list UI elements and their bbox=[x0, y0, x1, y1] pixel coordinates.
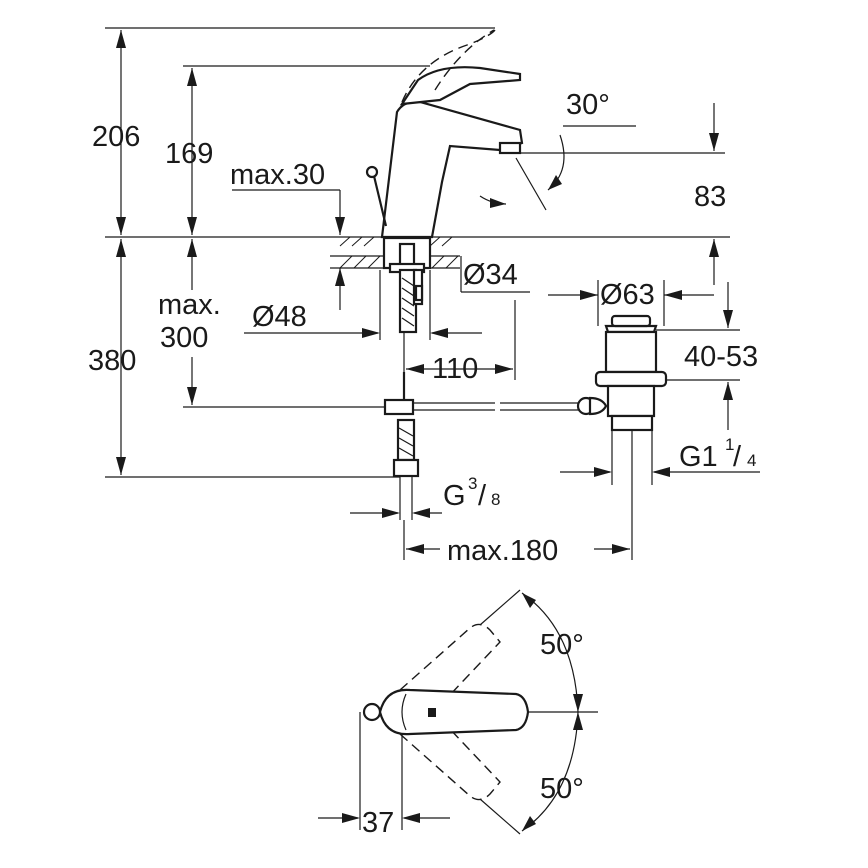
lower-supply-hose bbox=[392, 418, 420, 520]
swivel-angle-30 bbox=[479, 134, 565, 211]
label-g38-num: 3 bbox=[468, 474, 477, 493]
label-30-degree: 30° bbox=[566, 89, 610, 121]
mounting-shank bbox=[382, 236, 432, 334]
label-d34: Ø34 bbox=[463, 259, 518, 291]
dimension-max180 bbox=[403, 430, 633, 560]
dimension-83 bbox=[709, 103, 719, 285]
dimension-d48 bbox=[244, 270, 482, 340]
label-g114-num: 1 bbox=[725, 435, 734, 454]
deck-hatching bbox=[339, 236, 459, 269]
label-g38-main: G bbox=[443, 480, 466, 512]
label-83: 83 bbox=[694, 181, 726, 213]
dimension-110 bbox=[406, 300, 516, 380]
svg-text:/: / bbox=[733, 441, 742, 473]
dimension-206 bbox=[116, 30, 126, 235]
label-110: 110 bbox=[432, 353, 478, 385]
dimension-d63 bbox=[548, 280, 714, 326]
pop-up-waste bbox=[576, 314, 668, 432]
label-50-degree-down: 50° bbox=[540, 773, 584, 805]
label-50-degree-up: 50° bbox=[540, 629, 584, 661]
lever-angle-arcs bbox=[521, 592, 583, 832]
label-d48: Ø48 bbox=[252, 301, 307, 333]
label-g114-main: G1 bbox=[679, 441, 718, 473]
dimension-d34 bbox=[460, 256, 530, 293]
dimension-g38 bbox=[350, 508, 442, 518]
label-g38: G 3 / 8 bbox=[443, 474, 500, 512]
label-g114: G1 1 / 4 bbox=[679, 435, 756, 473]
faucet-body bbox=[365, 29, 524, 239]
dimension-169 bbox=[187, 68, 197, 235]
label-380: 380 bbox=[88, 345, 136, 377]
label-max180: max.180 bbox=[447, 535, 558, 567]
label-d63: Ø63 bbox=[600, 279, 655, 311]
dimension-380 bbox=[116, 239, 126, 475]
label-max-line2: 300 bbox=[160, 322, 208, 354]
dimension-37 bbox=[318, 712, 450, 830]
label-max-line1: max. bbox=[158, 289, 221, 321]
dimension-40-53 bbox=[656, 282, 740, 430]
lever-top-view bbox=[362, 589, 598, 835]
label-206: 206 bbox=[92, 121, 140, 153]
svg-text:/: / bbox=[478, 480, 487, 512]
label-169: 169 bbox=[165, 138, 213, 170]
label-37: 37 bbox=[362, 807, 394, 839]
label-max30: max.30 bbox=[230, 159, 325, 191]
label-g38-den: 8 bbox=[491, 490, 500, 509]
label-g114-den: 4 bbox=[747, 451, 756, 470]
dimension-max300 bbox=[187, 239, 197, 405]
dimension-deck-max30 bbox=[232, 189, 345, 310]
dimension-g114 bbox=[560, 430, 760, 485]
label-40-53: 40-53 bbox=[684, 341, 758, 373]
supply-line bbox=[383, 332, 580, 416]
